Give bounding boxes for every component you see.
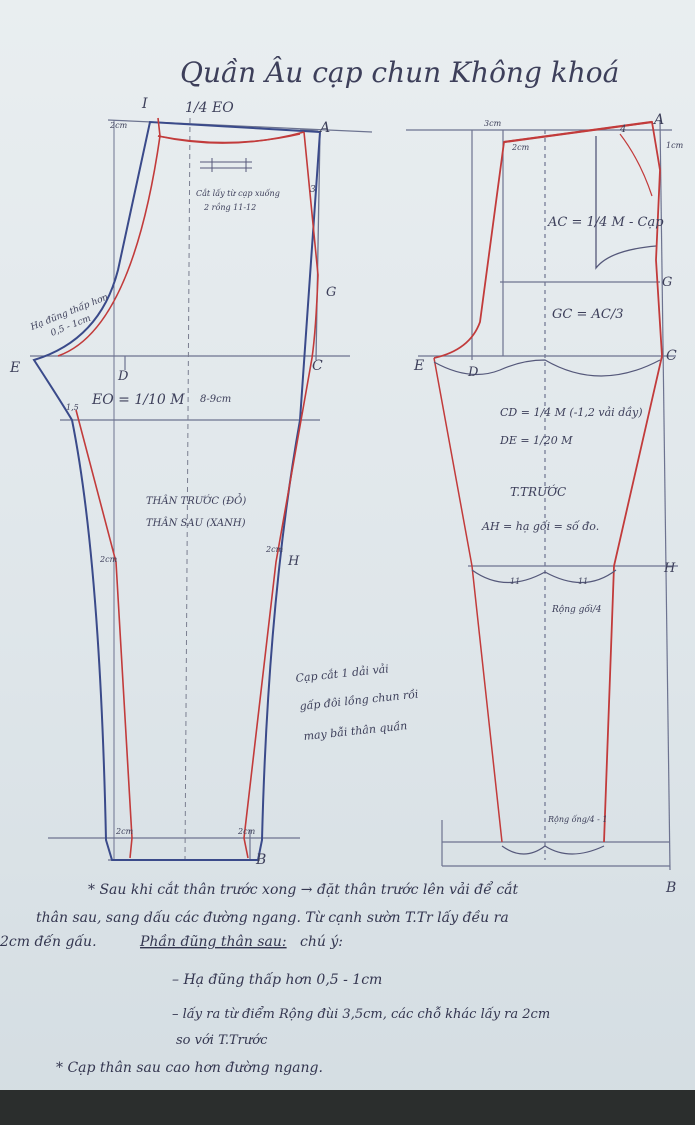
right-3cm: 3cm [484,119,502,128]
note-line-2: thân sau, sang dấu các đường ngang. Từ c… [36,909,509,926]
point-d-right: D [467,365,479,380]
point-h-left: H [287,554,300,569]
right-4-mark: 4 [619,124,626,135]
left-2cm-b: 2cm [265,545,284,554]
note-bullet-1: – Hạ đũng thấp hơn 0,5 - 1cm [172,971,382,988]
left-8-9cm: 8-9cm [200,394,231,405]
point-g-right: G [662,275,672,290]
left-center-line [184,117,191,861]
front-trouser-outline [433,120,663,843]
point-c-right: C [666,348,677,364]
title: Quần Âu cạp chun Không khoá [180,56,619,89]
side-note: Cạp cắt 1 dải vải gấp đôi lồng chun rồi … [295,662,419,743]
knee-note: Rộng gối/4 [551,604,602,615]
right-pattern: A G E D C H B 3cm 2cm 4 1cm AC = 1/4 M -… [406,112,684,896]
right-side-vline [659,119,671,871]
left-2cm-d: 2cm [237,827,256,836]
left-2cm-mark: 2cm [109,121,128,130]
back-piece-outline [32,120,322,861]
left-2cm-c: 2cm [115,827,134,836]
ac-formula: AC = 1/4 M - Cạp [547,215,664,230]
note-last: * Cạp thân sau cao hơn đường ngang. [56,1060,323,1076]
cut-note-2: 2 rồng 11-12 [203,203,256,212]
gc-formula: GC = AC/3 [552,307,623,322]
left-top-measure: 1/4 EO [185,100,234,116]
legend-back: THÂN SAU (XANH) [146,517,246,529]
right-1cm: 1cm [666,141,684,150]
side-note-line-3: may bẫi thân quần [303,719,408,743]
de-formula: DE = 1/20 M [499,434,573,447]
point-h-right: H [663,561,676,576]
point-c-left: C [312,358,323,374]
side-note-line-2: gấp đôi lồng chun rồi [299,688,419,713]
point-b-right: B [665,880,676,896]
left-pattern: I A E D C G H B 1/4 EO 2cm Cắt lấy từ cạ… [9,96,373,868]
point-b-left: B [255,852,266,868]
right-2cm: 2cm [511,143,530,152]
point-e-right: E [413,358,424,374]
note-line-1: * Sau khi cắt thân trước xong → đặt thân… [88,880,519,898]
hem-note: Rộng ống/4 - 1 [547,815,608,824]
point-g-left: G [326,285,336,300]
note-heading: Phần đũng thân sau: [139,933,287,950]
left-2cm-a: 2cm [99,555,118,564]
legend-front: THÂN TRƯỚC (ĐỎ) [146,494,246,507]
bottom-notes: * Sau khi cắt thân trước xong → đặt thân… [0,880,550,1076]
knee-tick-left: 11 [510,577,520,586]
point-a-left: A [318,120,330,136]
point-d-left: D [117,369,129,384]
right-section-label: T.TRƯỚC [510,483,566,499]
note-bullet-2: – lấy ra từ điểm Rộng đùi 3,5cm, các chỗ… [172,1006,550,1022]
left-eo-formula: EO = 1/10 M [91,392,185,408]
left-1-5: 1,5 [66,403,79,412]
pocket-line [595,136,657,270]
side-note-line-1: Cạp cắt 1 dải vải [295,662,389,685]
note-bullet-3: so với T.Trước [176,1033,268,1048]
point-i-left: I [141,96,148,112]
note-line-3: 2cm đến gấu. [0,933,97,950]
left-3-mark: 3 [310,185,316,195]
background-surface [0,1090,695,1125]
point-a-right: A [652,112,664,128]
cut-note-1: Cắt lấy từ cạp xuống [196,189,280,198]
note-heading-tail: chú ý: [300,933,343,950]
left-side-guide [315,131,321,361]
knee-tick-right: 11 [578,577,588,586]
cd-formula: CD = 1/4 M (-1,2 vải dầy) [500,406,642,419]
ah-formula: AH = hạ gối = số đo. [481,520,599,533]
point-e-left: E [9,360,20,376]
